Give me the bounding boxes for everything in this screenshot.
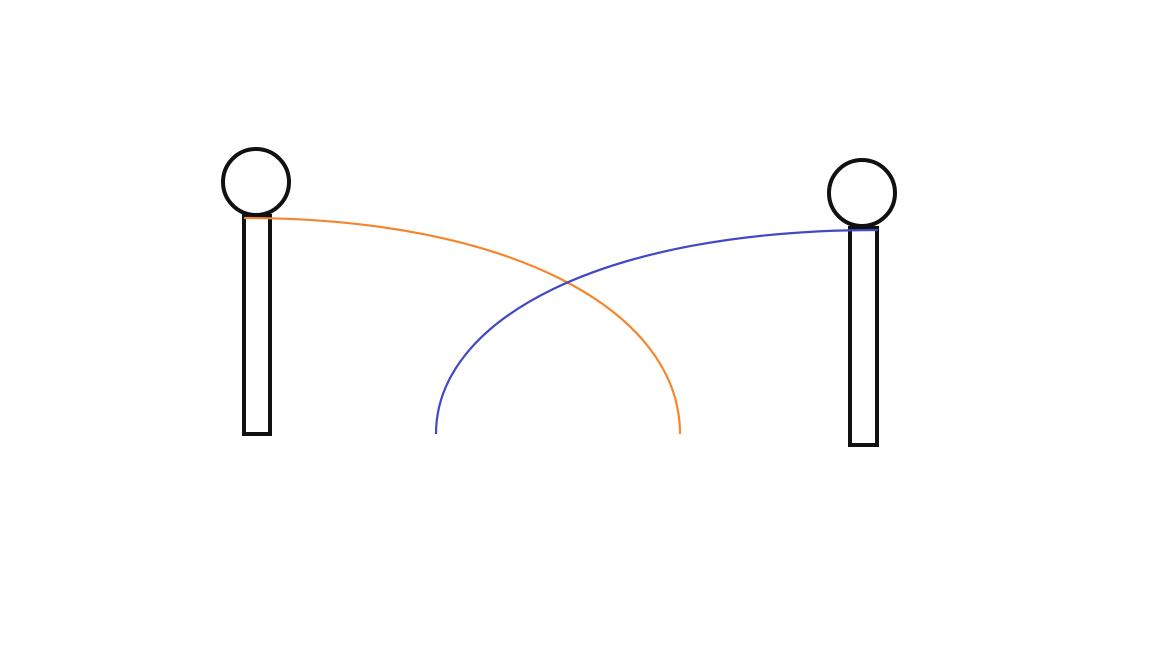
blue-arc [434,228,879,435]
left-post-pole-icon [242,214,272,436]
right-post-pole-icon [848,226,879,447]
orange-arc [243,216,682,435]
right-post [827,158,897,447]
left-post [221,147,291,436]
